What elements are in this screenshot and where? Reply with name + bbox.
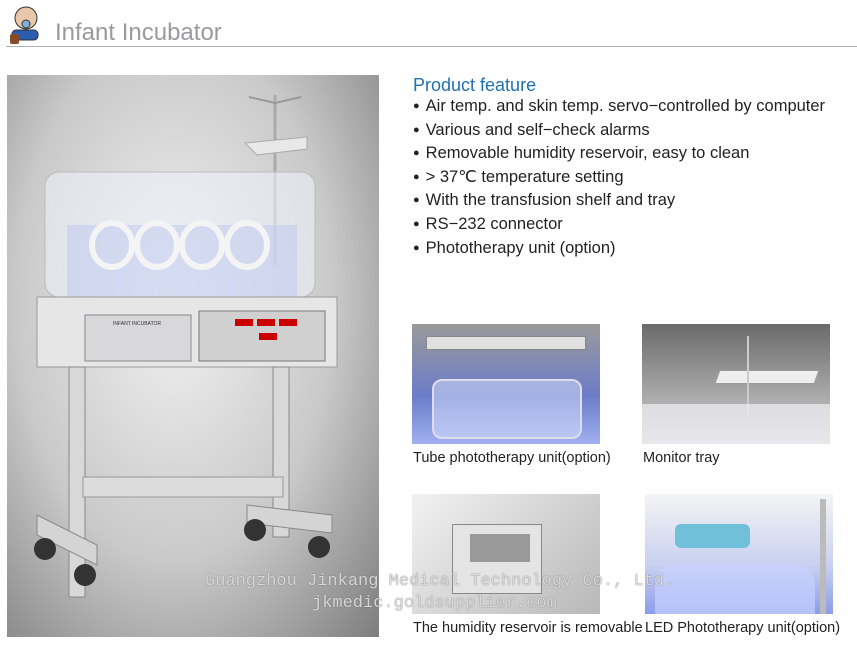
incubator-main-photo: INFANT INCUBATOR (7, 75, 379, 637)
gallery-caption: Monitor tray (643, 450, 720, 466)
humidity-reservoir-photo (412, 494, 600, 614)
feature-item: Removable humidity reservoir, easy to cl… (413, 143, 825, 167)
feature-item: Air temp. and skin temp. servo−controlle… (413, 96, 825, 120)
tube-phototherapy-photo (412, 324, 600, 444)
feature-item: Various and self−check alarms (413, 120, 825, 144)
monitor-tray-photo (642, 324, 830, 444)
feature-item: RS−232 connector (413, 214, 825, 238)
feature-item: With the transfusion shelf and tray (413, 190, 825, 214)
led-phototherapy-photo (645, 494, 833, 614)
title-divider (6, 46, 857, 47)
watermark-company: Guangzhou Jinkang Medical Technology Co.… (205, 572, 675, 591)
watermark-url: jkmedic.goldsupplier.com (312, 594, 557, 613)
gallery-caption: The humidity reservoir is removable (413, 620, 643, 636)
gallery-caption: Tube phototherapy unit(option) (413, 450, 611, 466)
device-label: INFANT INCUBATOR (113, 321, 161, 327)
feature-item: > 37℃ temperature setting (413, 167, 825, 191)
page-title: Infant Incubator (55, 19, 222, 46)
baby-logo-icon (6, 4, 48, 46)
feature-item: Phototherapy unit (option) (413, 238, 825, 262)
features-list: Air temp. and skin temp. servo−controlle… (413, 96, 825, 261)
features-heading: Product feature (413, 75, 537, 95)
gallery-caption: LED Phototherapy unit(option) (645, 620, 841, 636)
